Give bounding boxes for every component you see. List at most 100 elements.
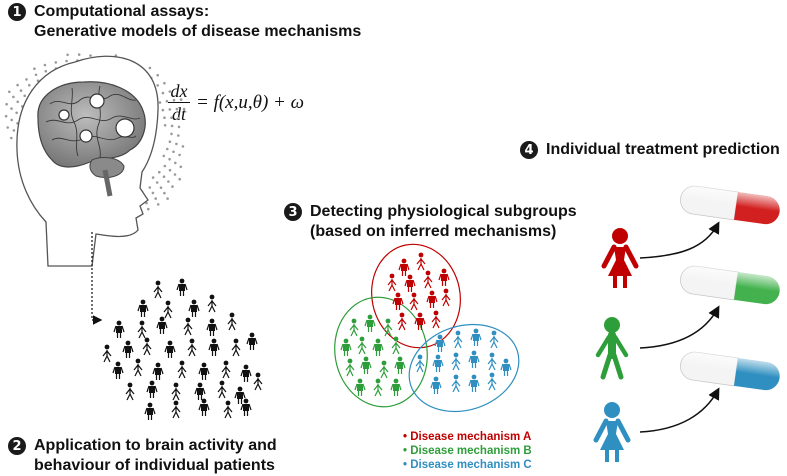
step-2-heading: 2 Application to brain activity and beha… [8, 436, 277, 476]
person-figure [113, 320, 125, 338]
person-figure [133, 358, 143, 377]
person-figure [373, 378, 383, 397]
person-figure [153, 280, 163, 299]
patient-green [595, 317, 629, 380]
person-figure [188, 299, 200, 317]
person-figure [453, 330, 463, 349]
person-figure [152, 362, 164, 380]
cluster-c-figures [415, 328, 512, 394]
cerebellum [89, 157, 125, 179]
person-figure [240, 398, 252, 416]
person-figure [470, 328, 482, 346]
person-figure [394, 356, 406, 374]
person-figure [171, 382, 181, 401]
person-figure [392, 292, 404, 310]
person-figure [177, 360, 187, 379]
person-figure [409, 292, 419, 311]
head-brain-illustration [4, 53, 186, 267]
person-figure [164, 340, 176, 358]
person-figure [240, 364, 252, 382]
step-1-heading: 1 Computational assays: Generative model… [8, 2, 361, 42]
person-figure [416, 252, 426, 271]
person-figure [397, 312, 407, 331]
person-figure [208, 338, 220, 356]
person-figure [438, 268, 450, 286]
step-title: Detecting physiological subgroups (based… [310, 203, 577, 240]
step-number-badge: 3 [284, 203, 302, 221]
treatment-arrows [639, 221, 720, 433]
step-number-badge: 2 [8, 437, 26, 455]
mechanism-legend: • Disease mechanism A • Disease mechanis… [403, 430, 532, 472]
person-figure [360, 356, 372, 374]
person-figure [387, 273, 397, 292]
person-figure [500, 358, 512, 376]
dotted-arrow [91, 232, 103, 325]
patient-red [601, 228, 639, 288]
person-figure [423, 270, 433, 289]
generative-model-equation: dx dt = f(x,u,θ) + ω [168, 82, 304, 123]
person-figure [489, 330, 499, 349]
derivative-fraction: dx dt [168, 82, 190, 123]
person-figure [468, 350, 480, 368]
step-title: Individual treatment prediction [546, 141, 780, 158]
person-figure [426, 290, 438, 308]
person-figure [434, 334, 446, 352]
person-figure [404, 274, 416, 292]
person-figure [156, 316, 168, 334]
person-figure [487, 352, 497, 371]
patient-population [102, 278, 263, 420]
person-figure [144, 402, 156, 420]
person-figure [198, 398, 210, 416]
person-figure [253, 372, 263, 391]
person-figure [234, 386, 246, 404]
capsule-red [680, 185, 780, 225]
subgroup-clusters [334, 243, 520, 413]
equation-rhs: = f(x,u,θ) + ω [196, 91, 305, 113]
brain-region-nodes [58, 93, 135, 143]
step-number-badge: 4 [520, 141, 538, 159]
person-figure [431, 310, 441, 329]
step-3-heading: 3 Detecting physiological subgroups (bas… [284, 202, 577, 242]
person-figure [221, 360, 231, 379]
person-figure [391, 336, 401, 355]
person-figure [345, 358, 355, 377]
person-figure [112, 361, 124, 379]
person-figure [125, 382, 135, 401]
person-figure [194, 382, 206, 400]
person-figure [231, 338, 241, 357]
person-figure [349, 318, 359, 337]
person-figure [379, 360, 389, 379]
cluster-a-figures [387, 252, 451, 331]
person-figure [441, 288, 451, 307]
step-title: Application to brain activity and behavi… [34, 437, 277, 474]
capsule-blue [680, 351, 780, 391]
person-figure [176, 278, 188, 296]
person-figure [142, 337, 152, 356]
person-figure [414, 312, 426, 330]
step-title: Computational assays: Generative models … [34, 3, 362, 40]
person-figure [137, 299, 149, 317]
person-figure [340, 338, 352, 356]
person-figure [430, 376, 442, 394]
person-figure [372, 338, 384, 356]
person-figure [187, 338, 197, 357]
person-figure [487, 372, 497, 391]
person-figure [246, 332, 258, 350]
cluster-b-ellipse [334, 296, 428, 408]
person-figure [102, 344, 112, 363]
step-number-badge: 1 [8, 3, 26, 21]
person-figure [451, 352, 461, 371]
person-figure [390, 378, 402, 396]
person-figure [364, 314, 376, 332]
capsule-green [680, 265, 780, 305]
person-figure [198, 362, 210, 380]
person-figure [183, 317, 193, 336]
person-figure [217, 380, 227, 399]
person-figure [354, 378, 366, 396]
legend-item-c: • Disease mechanism C [403, 459, 532, 471]
person-figure [207, 294, 217, 313]
person-figure [451, 374, 461, 393]
person-figure [223, 400, 233, 419]
step-4-heading: 4 Individual treatment prediction [520, 140, 780, 160]
